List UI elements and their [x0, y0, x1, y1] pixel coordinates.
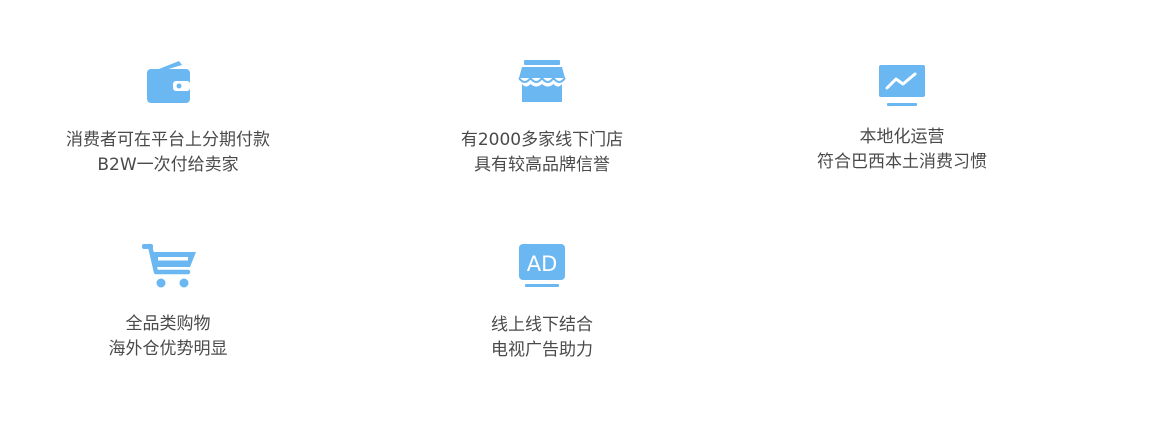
store-icon: [518, 58, 566, 104]
feature-subtitle: 符合巴西本土消费习惯: [817, 152, 987, 172]
feature-offline-stores: 有2000多家线下门店 具有较高品牌信誉: [412, 58, 672, 188]
feature-subtitle: 电视广告助力: [491, 340, 593, 360]
feature-title: 本地化运营: [859, 127, 945, 147]
feature-installment-payment: 消费者可在平台上分期付款 B2W一次付给卖家: [38, 58, 298, 188]
feature-title: 线上线下结合: [491, 315, 593, 335]
feature-title: 消费者可在平台上分期付款: [66, 130, 270, 150]
feature-online-offline-ads: AD 线上线下结合 电视广告助力: [412, 242, 672, 372]
feature-subtitle: 海外仓优势明显: [108, 339, 228, 359]
feature-localized-operation: 本地化运营 符合巴西本土消费习惯: [772, 58, 1032, 188]
feature-subtitle: B2W一次付给卖家: [97, 155, 239, 175]
chart-monitor-icon: [878, 65, 926, 109]
feature-title: 全品类购物: [125, 314, 211, 334]
ad-screen-icon: AD: [518, 244, 566, 290]
shopping-cart-icon: [140, 242, 196, 290]
feature-subtitle: 具有较高品牌信誉: [474, 155, 610, 175]
ad-icon-label: AD: [527, 252, 558, 276]
feature-title: 有2000多家线下门店: [460, 130, 624, 150]
wallet-icon: [145, 60, 191, 104]
feature-full-category-shopping: 全品类购物 海外仓优势明显: [38, 242, 298, 372]
